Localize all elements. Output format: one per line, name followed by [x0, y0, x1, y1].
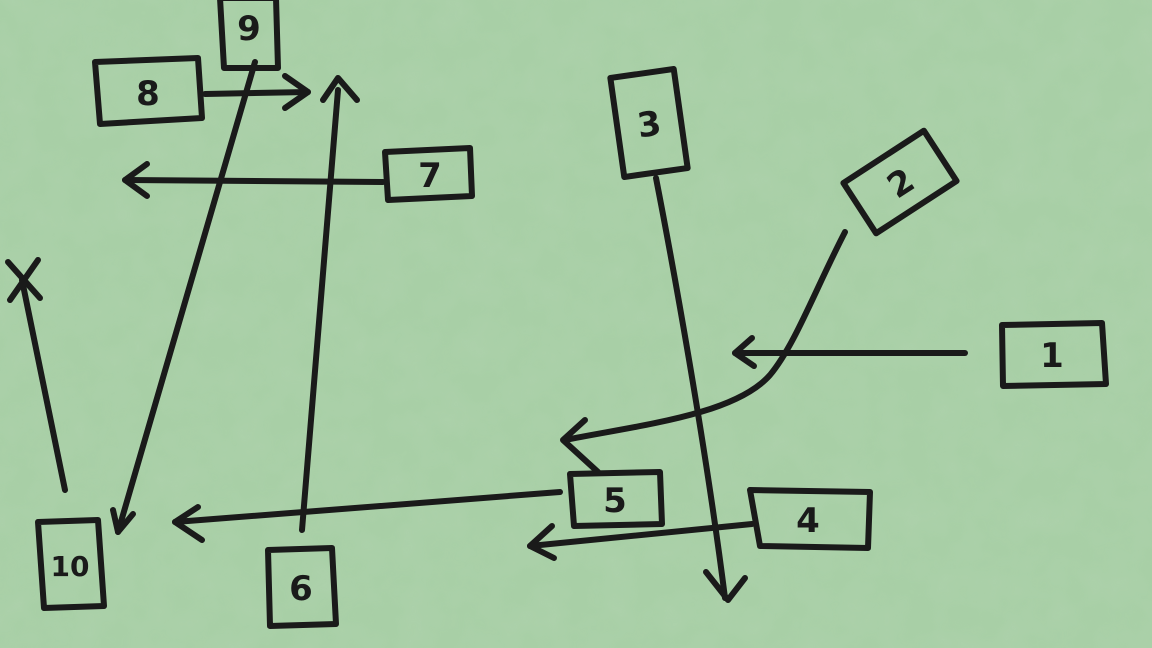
card-7-label: 7	[418, 156, 442, 196]
card-10-label: 10	[51, 550, 90, 583]
card-6-label: 6	[289, 569, 313, 609]
card-4-label: 4	[796, 501, 820, 541]
arrow-8-right	[202, 73, 311, 111]
card-6: 6	[265, 545, 339, 629]
card-3-label: 3	[635, 104, 664, 147]
arrow-2-to-5	[560, 229, 848, 475]
card-5-label: 5	[603, 481, 627, 521]
card-7: 7	[382, 145, 475, 203]
arrow-9-to-10	[110, 59, 258, 535]
card-9-label: 9	[237, 9, 261, 49]
card-8-label: 8	[136, 74, 160, 114]
card-8: 8	[92, 55, 205, 127]
arrow-5-to-10	[172, 489, 563, 543]
card-9: 9	[217, 0, 281, 71]
card-3: 3	[607, 66, 691, 180]
arrow-10-to-x	[5, 257, 68, 493]
arrow-6-up	[299, 75, 360, 533]
card-1: 1	[999, 320, 1109, 389]
arrow-7-left	[122, 161, 386, 199]
arrow-1-left	[732, 335, 968, 369]
arrow-3-down	[653, 175, 748, 603]
card-4: 4	[747, 487, 873, 551]
card-1-label: 1	[1040, 336, 1064, 376]
arrow-4-left	[527, 521, 755, 561]
card-5: 5	[567, 469, 665, 529]
card-10: 10	[35, 517, 107, 611]
